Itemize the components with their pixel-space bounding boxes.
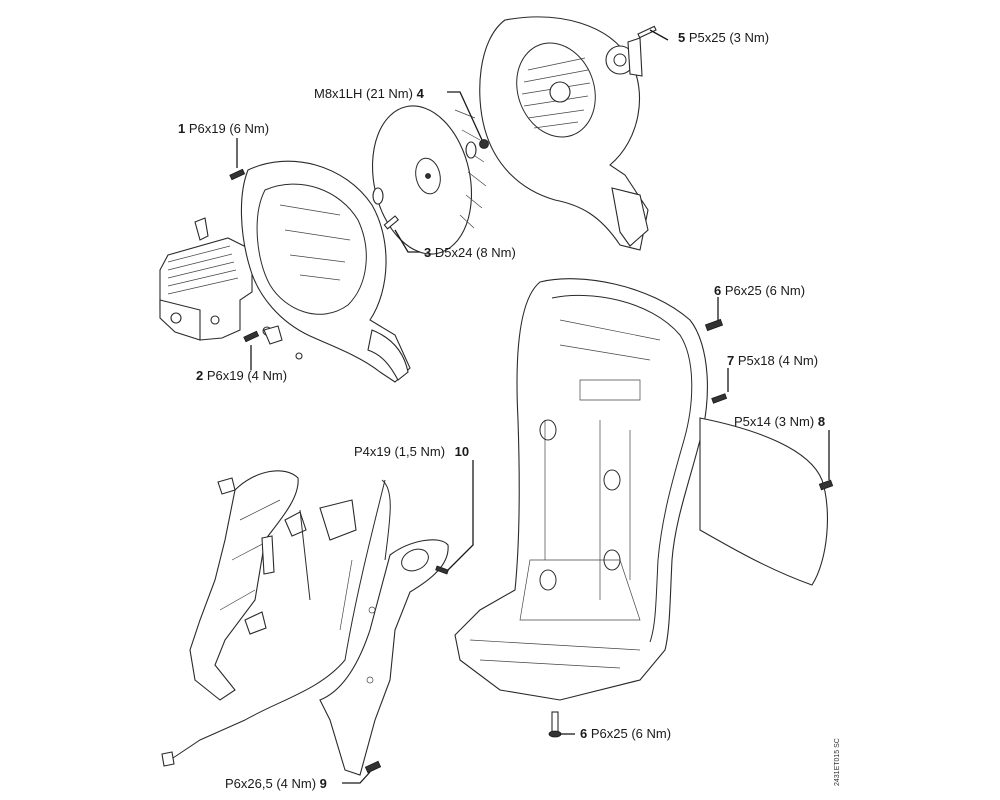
callout-number: 7 [727, 353, 735, 368]
callout-spec: P6x19 (4 Nm) [206, 368, 288, 383]
screw-6-lower [548, 711, 562, 738]
callout-5: 5 P5x25 (3 Nm) [678, 30, 769, 45]
callout-number: 8 [817, 414, 826, 429]
callout-number: 4 [416, 86, 424, 101]
screw-10 [435, 565, 449, 575]
callout-spec: P5x25 (3 Nm) [688, 30, 770, 45]
control-handle-part [189, 470, 391, 701]
callout-6-upper: 6 P6x25 (6 Nm) [714, 283, 805, 298]
callout-number: 3 [424, 245, 432, 260]
screw-2 [243, 330, 260, 343]
callout-7: 7 P5x18 (4 Nm) [727, 353, 818, 368]
callout-number: 2 [196, 368, 204, 383]
nut-part-4 [479, 139, 489, 149]
callout-4: M8x1LH (21 Nm) 4 [314, 86, 424, 101]
callout-6-lower: 6 P6x25 (6 Nm) [580, 726, 671, 741]
blower-volute-part [479, 16, 649, 251]
throttle-cable-part [161, 479, 386, 767]
callout-number: 1 [178, 121, 186, 136]
callout-number: 5 [678, 30, 686, 45]
starter-part [605, 37, 643, 77]
callout-2: 2 P6x19 (4 Nm) [196, 368, 287, 383]
callout-1: 1 P6x19 (6 Nm) [178, 121, 269, 136]
screw-8 [818, 479, 834, 491]
callout-number: 10 [454, 444, 470, 459]
callout-8: P5x14 (3 Nm) 8 [734, 414, 825, 429]
callout-10: P4x19 (1,5 Nm) 10 [354, 444, 469, 459]
backpack-frame-part [454, 278, 708, 701]
engine-part [159, 217, 253, 341]
back-pad-part [699, 417, 829, 586]
washer-part [465, 141, 477, 159]
screw-1 [229, 168, 246, 181]
screw-3 [383, 215, 400, 230]
callout-spec: P6x25 (6 Nm) [724, 283, 806, 298]
callout-number: 6 [580, 726, 588, 741]
callout-number: 9 [319, 776, 327, 791]
callout-3: 3 D5x24 (8 Nm) [424, 245, 516, 260]
callout-9: P6x26,5 (4 Nm) 9 [225, 776, 327, 791]
callout-number: 6 [714, 283, 722, 298]
callout-spec: P6x25 (6 Nm) [590, 726, 672, 741]
screw-7 [711, 393, 728, 404]
callout-spec: P6x19 (6 Nm) [188, 121, 270, 136]
screw-5 [637, 25, 657, 39]
screw-6-upper [704, 318, 724, 332]
impeller-part [371, 105, 487, 255]
callout-spec: P4x19 (1,5 Nm) [354, 444, 446, 459]
washer-part [372, 187, 384, 205]
callout-spec: P5x14 (3 Nm) [734, 414, 815, 429]
handle-mount-part [319, 539, 449, 776]
drawing-code: 2431ET015 SC [834, 738, 841, 786]
callout-spec: M8x1LH (21 Nm) [314, 86, 413, 101]
screw-9 [364, 760, 382, 774]
callout-spec: P5x18 (4 Nm) [737, 353, 819, 368]
callout-spec: P6x26,5 (4 Nm) [225, 776, 317, 791]
callout-spec: D5x24 (8 Nm) [434, 245, 516, 260]
leader-lines [236, 29, 830, 784]
fan-housing-part [240, 160, 411, 383]
